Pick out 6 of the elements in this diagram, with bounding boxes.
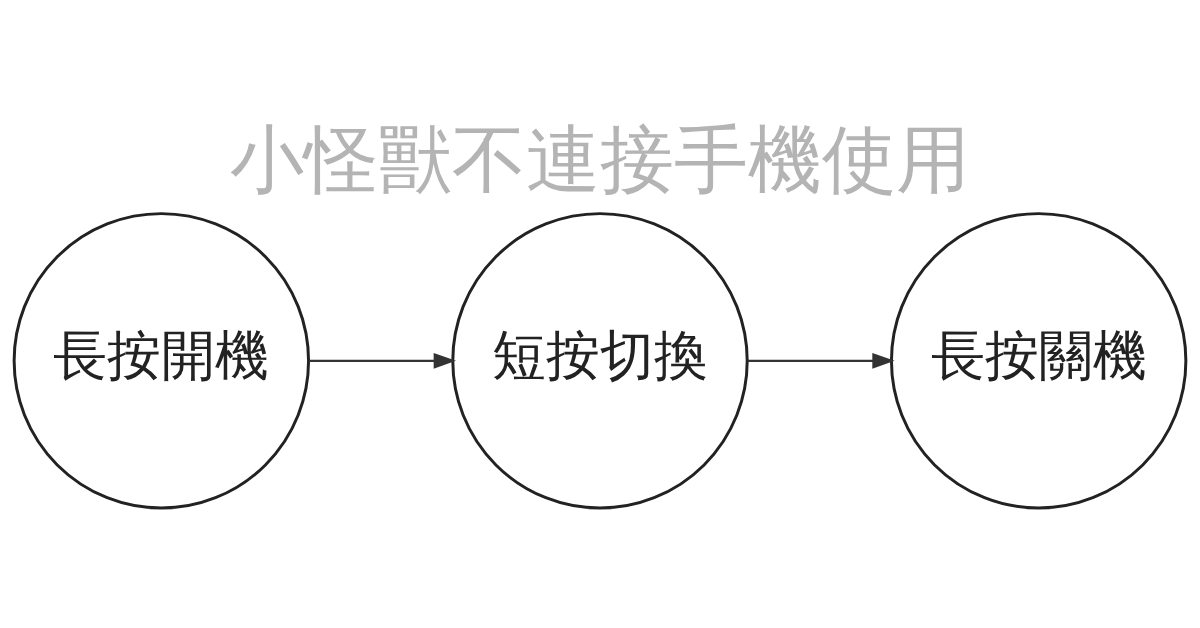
arrow: [747, 353, 895, 369]
node-circle: 長按開機: [12, 212, 311, 510]
node-circle: 長按關機: [889, 212, 1188, 510]
arrow: [309, 353, 456, 369]
diagram-title: 小怪獸不連接手機使用: [230, 116, 970, 204]
node-circle: 短按切換: [451, 212, 749, 510]
